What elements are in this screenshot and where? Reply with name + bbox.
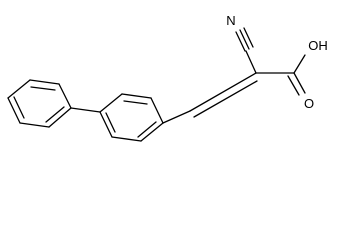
bond	[121, 93, 152, 99]
bond	[293, 72, 306, 94]
aromatic-inner-bond	[13, 96, 25, 119]
biaryl-bond	[70, 107, 101, 113]
bond	[245, 50, 257, 74]
bond	[150, 97, 164, 124]
bond	[99, 111, 113, 138]
bond	[239, 29, 250, 50]
aromatic-inner-bond	[137, 121, 157, 138]
phenyl-ring-terminal	[7, 79, 72, 128]
nitrile-nitrogen-label: N	[226, 13, 235, 28]
bond	[235, 31, 246, 52]
aryl-vinyl-bond	[162, 110, 191, 124]
aromatic-inner-bond	[45, 106, 65, 123]
nitrile-group: N	[226, 13, 257, 74]
bond	[19, 122, 50, 128]
bond	[293, 54, 306, 74]
aromatic-inner-bond	[123, 100, 148, 105]
bond	[111, 136, 142, 142]
bond	[140, 122, 164, 142]
bond	[7, 97, 21, 124]
bond	[48, 107, 72, 128]
carbonyl-oxygen-label: O	[304, 96, 314, 111]
hydroxyl-label: OH	[308, 38, 328, 53]
bond	[287, 75, 300, 96]
carboxylic-acid-group: OH O	[255, 38, 328, 111]
aromatic-inner-bond	[30, 86, 56, 91]
molecule-structure-diagram: N OH O	[7, 13, 328, 142]
bond	[29, 79, 60, 85]
bond	[58, 83, 72, 109]
bond	[7, 79, 31, 99]
alkene-double-bond	[189, 72, 258, 118]
phenylene-ring-central	[99, 93, 164, 142]
bond	[189, 72, 257, 112]
aromatic-inner-bond	[105, 112, 116, 133]
bond	[243, 27, 254, 48]
bond	[99, 93, 123, 113]
bond	[193, 80, 258, 118]
